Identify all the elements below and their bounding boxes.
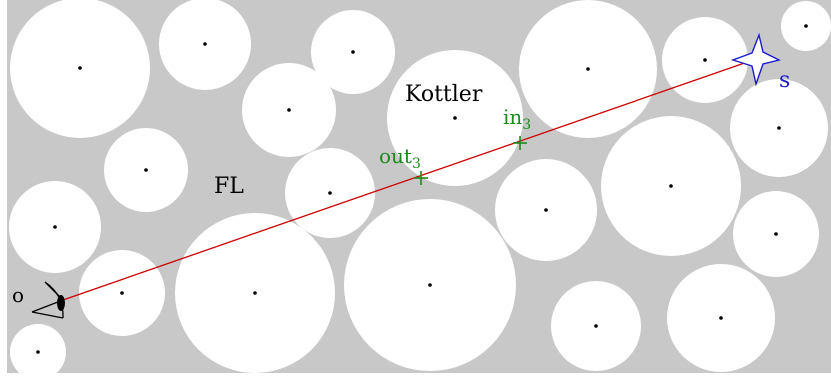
observer-eye-icon [31, 281, 65, 319]
center-dot [669, 184, 673, 188]
center-dot [719, 316, 723, 320]
center-dot [777, 126, 781, 130]
center-dots-group [36, 24, 808, 354]
center-dot [351, 50, 355, 54]
in3-label-sub: 3 [522, 117, 531, 133]
center-dot [144, 168, 148, 172]
region-label-fl: FL [214, 174, 244, 199]
source-star-icon [730, 32, 782, 87]
center-dot [774, 232, 778, 236]
circles-group [9, 0, 831, 380]
center-dot [703, 58, 707, 62]
center-dot [120, 291, 124, 295]
center-dot [253, 291, 257, 295]
out3-label-base: out [379, 144, 412, 168]
out3-label-sub: 3 [412, 156, 421, 172]
out3-marker [414, 171, 428, 185]
center-dot [544, 208, 548, 212]
source-label: s [779, 68, 790, 93]
center-dot [586, 67, 590, 71]
out3-label: out3 [379, 144, 421, 172]
center-dot [287, 108, 291, 112]
center-dot [53, 225, 57, 229]
ray-line [62, 57, 760, 301]
center-dot [36, 350, 40, 354]
center-dot [594, 324, 598, 328]
observer-label: o [12, 283, 24, 307]
in3-label: in3 [503, 105, 531, 133]
center-dot [328, 191, 332, 195]
center-dot [804, 24, 808, 28]
in3-marker [513, 136, 527, 150]
region-label-kottler: Kottler [405, 82, 483, 107]
center-dot [428, 283, 432, 287]
center-dot [453, 116, 457, 120]
center-dot [203, 42, 207, 46]
center-dot [78, 66, 82, 70]
in3-label-base: in [503, 105, 522, 129]
